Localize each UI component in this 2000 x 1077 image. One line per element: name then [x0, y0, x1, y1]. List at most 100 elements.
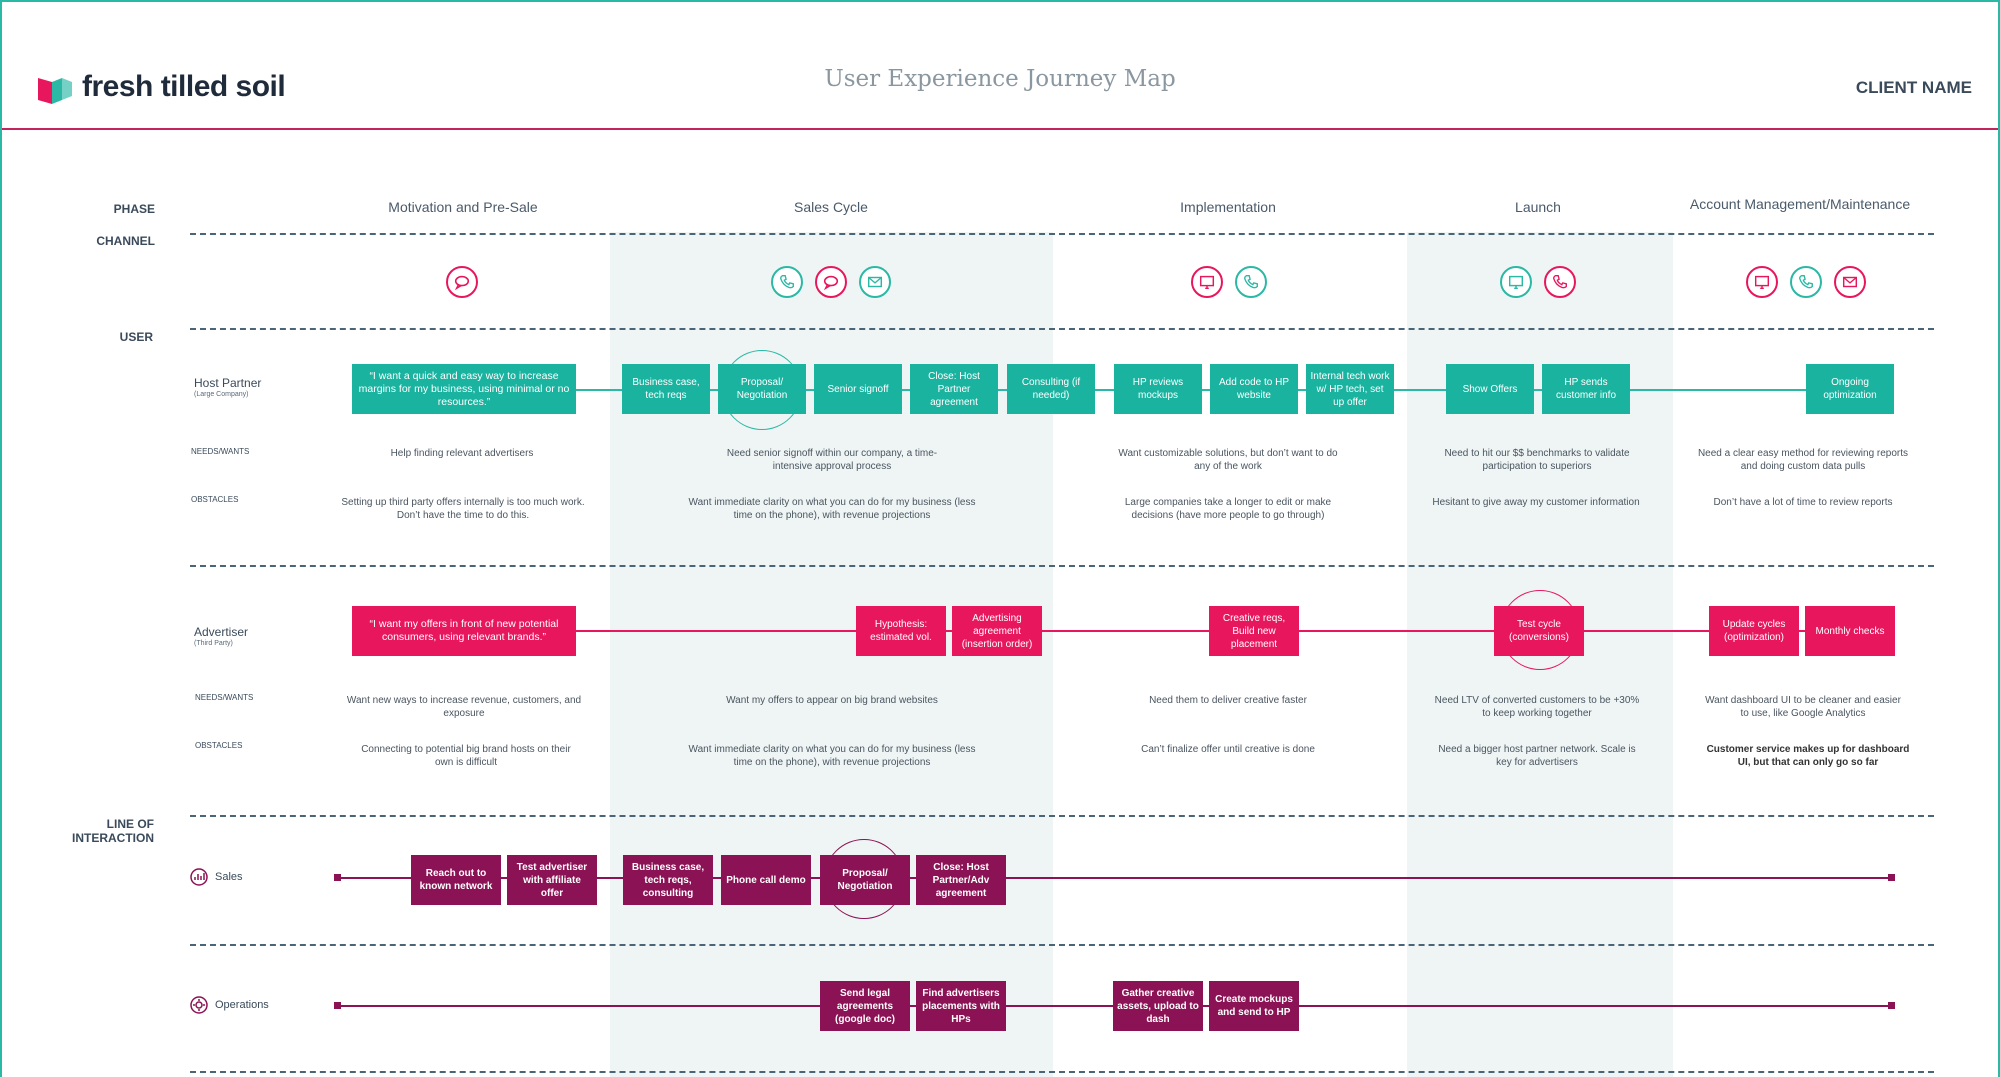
- divider-user: [190, 328, 1934, 330]
- advertiser-need: Want my offers to appear on big brand we…: [726, 695, 938, 706]
- operations-label: Operations: [215, 999, 269, 1011]
- host-step: Close: Host Partner agreement: [910, 364, 998, 414]
- host-step: Internal tech work w/ HP tech, set up of…: [1306, 364, 1394, 414]
- logo-text: fresh tilled soil: [82, 70, 286, 103]
- chat-icon: [815, 266, 847, 298]
- divider-host-advertiser: [190, 565, 1934, 567]
- divider-line-of-interaction: [190, 815, 1934, 817]
- host-step: Proposal/ Negotiation: [718, 364, 806, 414]
- host-partner-name: Host Partner: [194, 376, 262, 390]
- host-need: Need senior signoff within our company, …: [726, 448, 938, 472]
- advertiser-step: Creative reqs, Build new placement: [1209, 606, 1299, 656]
- line-of-interaction-label-1: LINE OF: [106, 817, 154, 831]
- phase-launch: Launch: [1515, 199, 1561, 215]
- operations-gear-icon: [190, 996, 208, 1014]
- phone-icon: [1544, 266, 1576, 298]
- advertiser-need: Need them to deliver creative faster: [1149, 695, 1307, 706]
- host-step: HP reviews mockups: [1114, 364, 1202, 414]
- sales-line: [338, 877, 1892, 879]
- host-obstacle: Setting up third party offers internally…: [341, 497, 585, 521]
- channel-label: CHANNEL: [96, 234, 155, 248]
- sales-step: Business case, tech reqs, consulting: [623, 855, 713, 905]
- sales-step: Test advertiser with affiliate offer: [507, 855, 597, 905]
- host-obstacle: Hesitant to give away my customer inform…: [1432, 497, 1640, 508]
- advertiser-step: Monthly checks: [1805, 606, 1895, 656]
- host-step: Senior signoff: [814, 364, 902, 414]
- sales-line-start: [334, 874, 341, 881]
- phase-label: PHASE: [113, 202, 155, 216]
- advertiser-step: Hypothesis: estimated vol.: [856, 606, 946, 656]
- email-icon: [859, 266, 891, 298]
- operations-line-end: [1888, 1002, 1895, 1009]
- phase-implementation: Implementation: [1180, 199, 1276, 215]
- advertiser-label: Advertiser (Third Party): [194, 625, 248, 647]
- sales-step: Phone call demo: [721, 855, 811, 905]
- advertiser-sub: (Third Party): [194, 640, 233, 647]
- host-step: Consulting (if needed): [1007, 364, 1095, 414]
- divider-phase: [190, 233, 1934, 235]
- advertiser-name: Advertiser: [194, 625, 249, 639]
- sales-label: Sales: [215, 871, 243, 883]
- advertiser-step: Advertising agreement (insertion order): [952, 606, 1042, 656]
- advertiser-step: Update cycles (optimization): [1709, 606, 1799, 656]
- phone-icon: [1790, 266, 1822, 298]
- advertiser-obstacles-label: OBSTACLES: [195, 741, 243, 750]
- divider-bottom: [190, 1071, 1934, 1073]
- sales-chart-icon: [190, 868, 208, 886]
- operations-step: Create mockups and send to HP: [1209, 981, 1299, 1031]
- advertiser-obstacle: Customer service makes up for dashboard …: [1706, 744, 1910, 768]
- host-step: Ongoing optimization: [1806, 364, 1894, 414]
- host-need: Want customizable solutions, but don’t w…: [1118, 448, 1338, 472]
- host-obstacle: Large companies take a longer to edit or…: [1124, 497, 1332, 521]
- phone-icon: [771, 266, 803, 298]
- advertiser-obstacle: Connecting to potential big brand hosts …: [361, 744, 571, 768]
- monitor-icon: [1500, 266, 1532, 298]
- logo: [38, 76, 72, 108]
- phase-motivation: Motivation and Pre-Sale: [388, 199, 538, 215]
- user-label: USER: [119, 330, 153, 344]
- operations-line-start: [334, 1002, 341, 1009]
- advertiser-obstacle: Want immediate clarity on what you can d…: [688, 744, 976, 768]
- operations-step: Send legal agreements (google doc): [820, 981, 910, 1031]
- host-obstacle: Don’t have a lot of time to review repor…: [1713, 497, 1893, 508]
- divider-sales-operations: [190, 944, 1934, 946]
- host-step: Show Offers: [1446, 364, 1534, 414]
- operations-step: Find advertisers placements with HPs: [916, 981, 1006, 1031]
- page-title: User Experience Journey Map: [824, 66, 1176, 92]
- monitor-icon: [1746, 266, 1778, 298]
- host-need: Need to hit our $$ benchmarks to validat…: [1444, 448, 1630, 472]
- header-rule: [2, 128, 1998, 130]
- host-obstacles-label: OBSTACLES: [191, 495, 239, 504]
- chat-icon: [446, 266, 478, 298]
- advertiser-need: Need LTV of converted customers to be +3…: [1434, 695, 1640, 719]
- host-need: Need a clear easy method for reviewing r…: [1697, 448, 1909, 472]
- advertiser-obstacle: Can’t finalize offer until creative is d…: [1141, 744, 1315, 755]
- host-obstacle: Want immediate clarity on what you can d…: [688, 497, 976, 521]
- monitor-icon: [1191, 266, 1223, 298]
- phone-icon: [1235, 266, 1267, 298]
- sales-step: Proposal/ Negotiation: [820, 855, 910, 905]
- host-needs-label: NEEDS/WANTS: [191, 447, 250, 456]
- advertiser-need: Want new ways to increase revenue, custo…: [346, 695, 582, 719]
- host-partner-label: Host Partner (Large Company): [194, 376, 261, 398]
- sales-step: Close: Host Partner/Adv agreement: [916, 855, 1006, 905]
- phase-account-management: Account Management/Maintenance: [1689, 196, 1911, 212]
- advertiser-needs-label: NEEDS/WANTS: [195, 693, 254, 702]
- advertiser-obstacle: Need a bigger host partner network. Scal…: [1438, 744, 1636, 768]
- sales-step: Reach out to known network: [411, 855, 501, 905]
- line-of-interaction-label-2: INTERACTION: [72, 831, 154, 845]
- host-step: Add code to HP website: [1210, 364, 1298, 414]
- client-name: CLIENT NAME: [1855, 78, 1972, 97]
- host-partner-sub: (Large Company): [194, 391, 249, 398]
- host-step: HP sends customer info: [1542, 364, 1630, 414]
- host-need: Help finding relevant advertisers: [390, 448, 534, 459]
- advertiser-step-quote: “I want my offers in front of new potent…: [352, 606, 576, 656]
- advertiser-step: Test cycle (conversions): [1494, 606, 1584, 656]
- phase-sales-cycle: Sales Cycle: [794, 199, 868, 215]
- operations-step: Gather creative assets, upload to dash: [1113, 981, 1203, 1031]
- advertiser-need: Want dashboard UI to be cleaner and easi…: [1705, 695, 1901, 719]
- logo-mark-icon: [38, 78, 72, 104]
- host-step-quote: “I want a quick and easy way to increase…: [352, 364, 576, 414]
- sales-line-end: [1888, 874, 1895, 881]
